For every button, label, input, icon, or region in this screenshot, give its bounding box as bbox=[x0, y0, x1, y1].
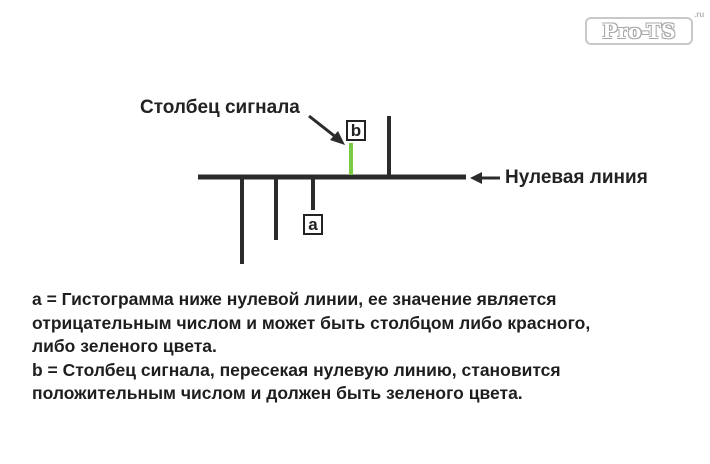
description-line: либо зеленого цвета. bbox=[32, 336, 217, 356]
arrow-to-signal-bar-icon bbox=[308, 114, 345, 145]
description-line: отрицательным числом и может быть столбц… bbox=[32, 312, 591, 333]
description-line: a = Гистограмма ниже нулевой линии, ее з… bbox=[32, 289, 557, 309]
pro-ts-logo: Pro-TS bbox=[585, 17, 693, 45]
marker-b: b bbox=[346, 120, 366, 141]
description-line: b = Столбец сигнала, пересекая нулевую л… bbox=[32, 359, 561, 380]
logo-domain-suffix: .ru bbox=[694, 10, 705, 19]
description-line: положительным числом и должен быть зелен… bbox=[32, 383, 523, 403]
zero-line-label: Нулевая линия bbox=[505, 167, 648, 188]
marker-a: a bbox=[303, 214, 323, 235]
description: a = Гистограмма ниже нулевой линии, ее з… bbox=[32, 288, 590, 406]
arrow-to-zero-line-icon bbox=[470, 172, 500, 184]
signal-bar-label: Столбец сигнала bbox=[140, 97, 300, 118]
